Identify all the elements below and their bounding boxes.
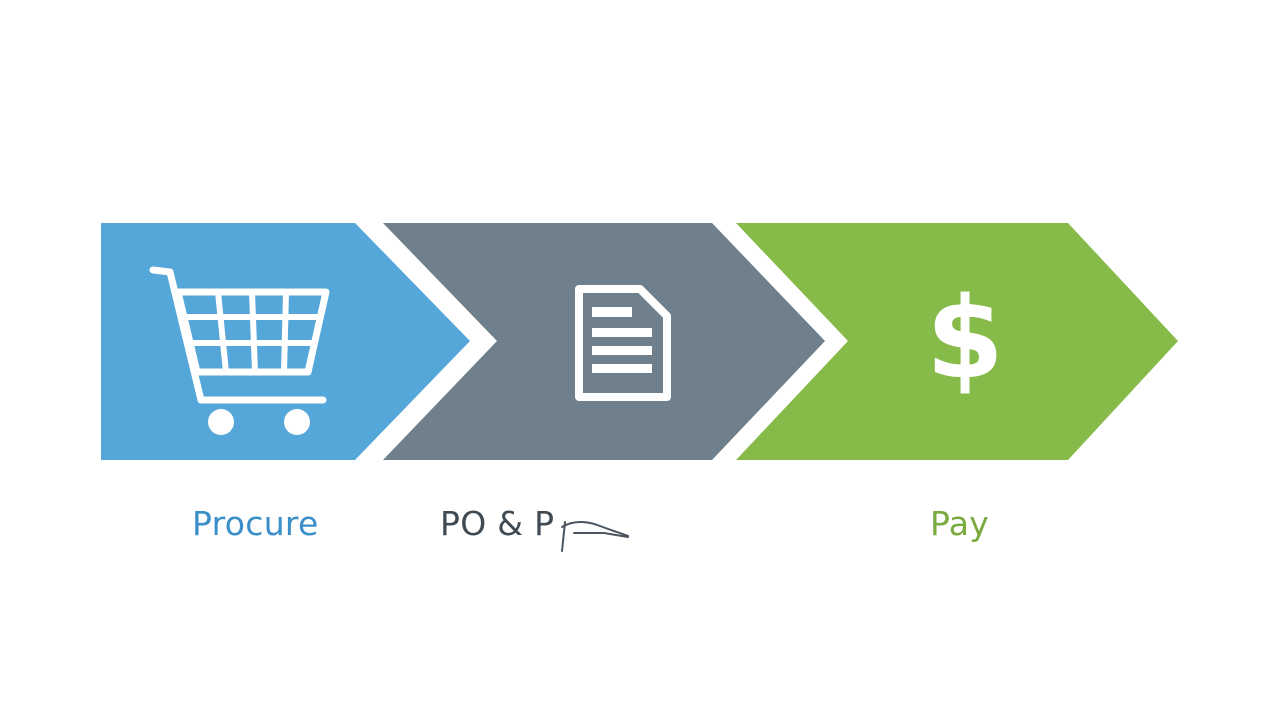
dollar-icon: $ [926, 274, 1004, 404]
scribble-mark [561, 521, 629, 552]
svg-text:$: $ [926, 274, 1004, 404]
step-po-chevron [383, 223, 825, 460]
step-po-label: PO & P [440, 504, 555, 543]
step-pay-chevron [736, 223, 1178, 460]
step-procure-label: Procure [192, 504, 319, 543]
step-pay-label: Pay [930, 504, 990, 543]
shopping-cart-icon [149, 266, 330, 435]
document-icon [575, 285, 671, 401]
